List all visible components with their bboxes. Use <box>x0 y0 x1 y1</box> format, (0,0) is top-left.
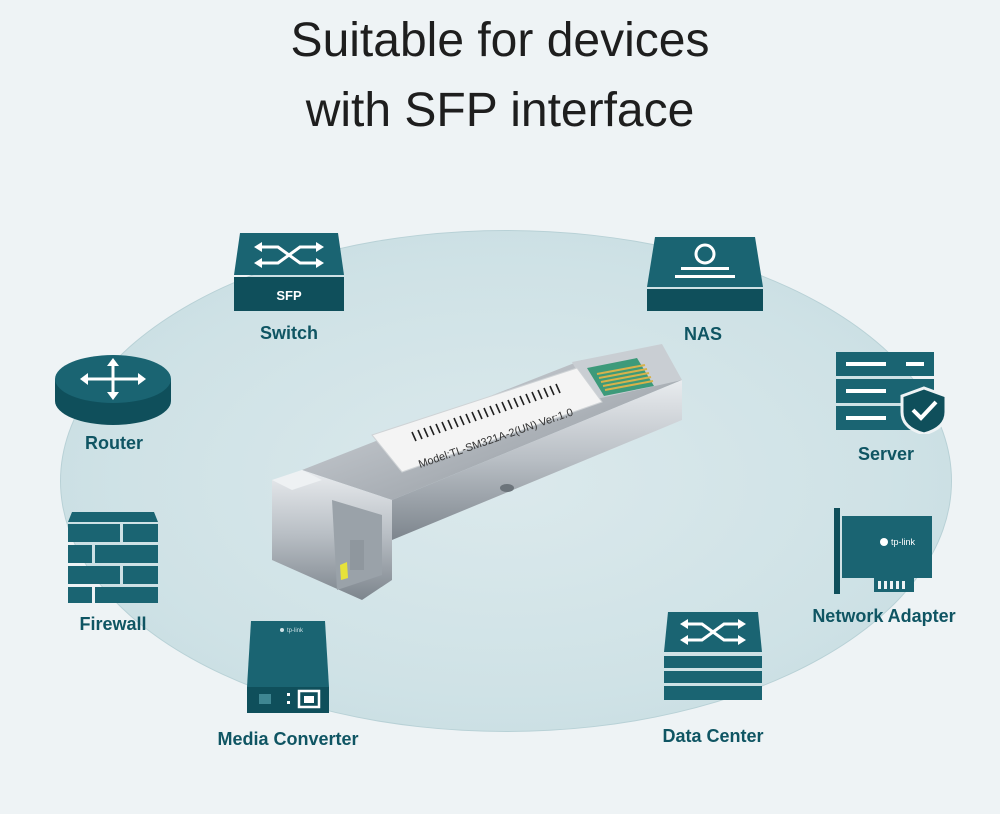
nas-label: NAS <box>683 324 722 344</box>
firewall-label: Firewall <box>79 614 147 634</box>
media-converter-label: Media Converter <box>217 729 359 749</box>
network-adapter-label: Network Adapter <box>812 606 956 626</box>
sfp-module-image: Model:TL-SM321A-2(UN) Ver:1.0 <box>262 340 702 610</box>
media-converter-device-icon: tp-link <box>247 621 331 713</box>
network-adapter-brand: tp-link <box>891 537 916 547</box>
media-converter-brand: tp-link <box>287 628 304 634</box>
firewall-device-icon <box>68 512 158 604</box>
page-title-line-1: Suitable for devices <box>290 14 710 67</box>
network-adapter-device-icon: tp-link <box>834 508 934 598</box>
server-label: Server <box>857 444 915 464</box>
data-center-label: Data Center <box>662 726 764 746</box>
switch-label: Switch <box>259 323 318 343</box>
router-device-icon <box>54 353 172 427</box>
switch-sfp-badge: SFP <box>276 288 302 303</box>
server-device-icon <box>836 352 948 434</box>
router-label: Router <box>85 433 143 453</box>
nas-device-icon <box>647 237 763 313</box>
page-title-line-2: with SFP interface <box>305 84 695 137</box>
data-center-device-icon <box>664 612 762 702</box>
switch-device-icon: SFP <box>234 233 344 313</box>
